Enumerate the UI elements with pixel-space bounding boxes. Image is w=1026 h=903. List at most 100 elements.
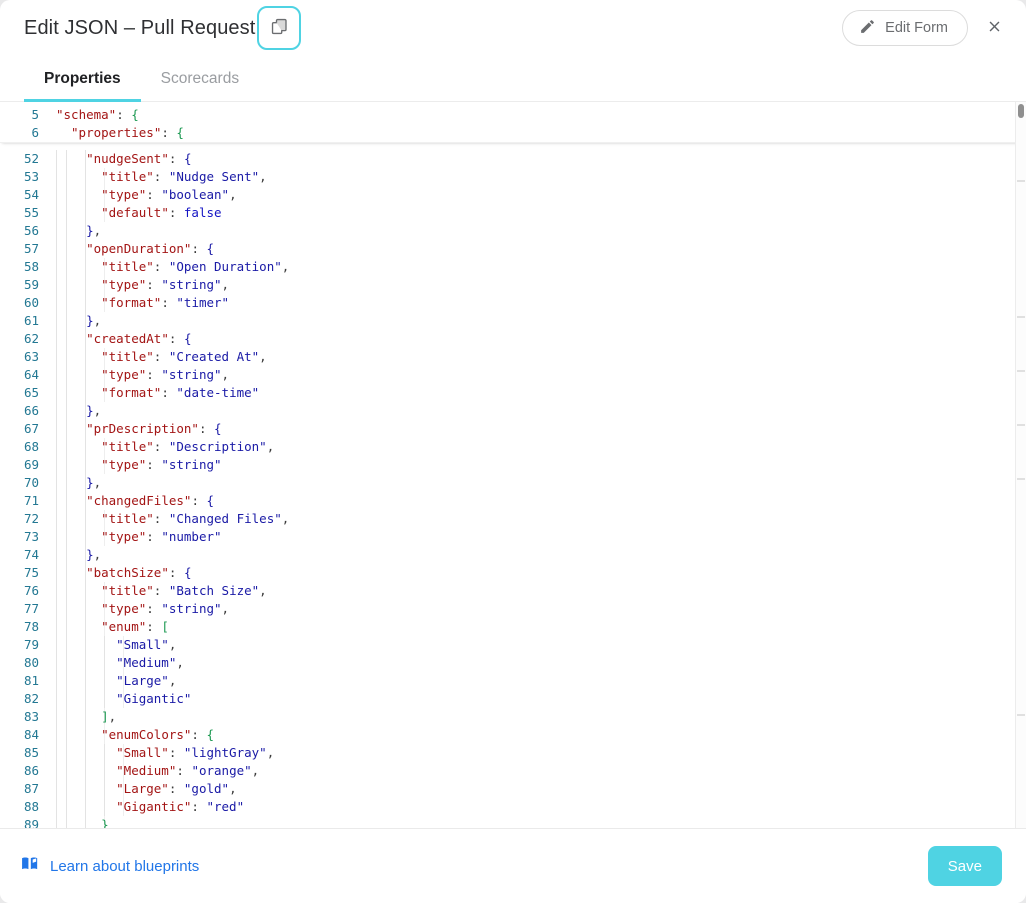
code-line[interactable]: 58"title": "Open Duration", bbox=[0, 258, 1026, 276]
code-line-content[interactable]: }, bbox=[48, 312, 1026, 330]
code-line[interactable]: 64"type": "string", bbox=[0, 366, 1026, 384]
code-tokens: "type": "boolean", bbox=[56, 187, 236, 202]
code-line-content[interactable]: "changedFiles": { bbox=[48, 492, 1026, 510]
code-line-content[interactable]: "Gigantic": "red" bbox=[48, 798, 1026, 816]
code-line-content[interactable]: "title": "Description", bbox=[48, 438, 1026, 456]
code-line[interactable]: 70}, bbox=[0, 474, 1026, 492]
code-line-content[interactable]: "Small", bbox=[48, 636, 1026, 654]
code-line-content[interactable]: "format": "date-time" bbox=[48, 384, 1026, 402]
code-line-content[interactable]: "title": "Changed Files", bbox=[48, 510, 1026, 528]
code-line[interactable]: 83], bbox=[0, 708, 1026, 726]
scrollbar-mark bbox=[1017, 180, 1025, 182]
code-line-content[interactable]: "title": "Open Duration", bbox=[48, 258, 1026, 276]
scrollbar-thumb[interactable] bbox=[1018, 104, 1024, 118]
code-line-content[interactable]: }, bbox=[48, 402, 1026, 420]
code-line[interactable]: 66}, bbox=[0, 402, 1026, 420]
code-line[interactable]: 57"openDuration": { bbox=[0, 240, 1026, 258]
code-line-content[interactable]: "createdAt": { bbox=[48, 330, 1026, 348]
code-line[interactable]: 59"type": "string", bbox=[0, 276, 1026, 294]
code-line-content[interactable]: "title": "Created At", bbox=[48, 348, 1026, 366]
code-lines[interactable]: 52"nudgeSent": {53"title": "Nudge Sent",… bbox=[0, 102, 1026, 828]
code-line[interactable]: 78"enum": [ bbox=[0, 618, 1026, 636]
line-number: 79 bbox=[23, 637, 39, 652]
code-line-content[interactable]: }, bbox=[48, 474, 1026, 492]
code-line[interactable]: 72"title": "Changed Files", bbox=[0, 510, 1026, 528]
code-line-content[interactable]: "openDuration": { bbox=[48, 240, 1026, 258]
edit-form-button[interactable]: Edit Form bbox=[842, 10, 968, 46]
close-button[interactable] bbox=[974, 8, 1014, 48]
code-line-content[interactable]: "type": "string", bbox=[48, 276, 1026, 294]
code-line-content[interactable]: "prDescription": { bbox=[48, 420, 1026, 438]
code-line-content[interactable]: "batchSize": { bbox=[48, 564, 1026, 582]
code-line-content[interactable]: ], bbox=[48, 708, 1026, 726]
code-line[interactable]: 87"Large": "gold", bbox=[0, 780, 1026, 798]
json-code-editor[interactable]: 5"schema": {6"properties": { 52"nudgeSen… bbox=[0, 102, 1026, 828]
code-line-content[interactable]: "Large": "gold", bbox=[48, 780, 1026, 798]
code-line-content[interactable]: }, bbox=[48, 546, 1026, 564]
code-line[interactable]: 81"Large", bbox=[0, 672, 1026, 690]
code-line-content[interactable]: "Small": "lightGray", bbox=[48, 744, 1026, 762]
code-line[interactable]: 77"type": "string", bbox=[0, 600, 1026, 618]
save-button[interactable]: Save bbox=[927, 846, 1002, 886]
code-line[interactable]: 84"enumColors": { bbox=[0, 726, 1026, 744]
code-line[interactable]: 61}, bbox=[0, 312, 1026, 330]
code-line[interactable]: 65"format": "date-time" bbox=[0, 384, 1026, 402]
code-line[interactable]: 55"default": false bbox=[0, 204, 1026, 222]
code-line[interactable]: 56}, bbox=[0, 222, 1026, 240]
learn-about-blueprints-link[interactable]: Learn about blueprints bbox=[20, 854, 199, 878]
code-line-content[interactable]: "Large", bbox=[48, 672, 1026, 690]
code-line-content[interactable]: "enum": [ bbox=[48, 618, 1026, 636]
code-token: "Nudge Sent" bbox=[168, 169, 260, 184]
code-line-content[interactable]: "type": "number" bbox=[48, 528, 1026, 546]
code-line-content[interactable]: "schema": { bbox=[48, 106, 1026, 124]
code-line[interactable]: 68"title": "Description", bbox=[0, 438, 1026, 456]
code-line[interactable]: 74}, bbox=[0, 546, 1026, 564]
code-token: : bbox=[168, 745, 184, 760]
code-line-content[interactable]: "format": "timer" bbox=[48, 294, 1026, 312]
code-line-content[interactable]: "Gigantic" bbox=[48, 690, 1026, 708]
code-line[interactable]: 79 "Small", bbox=[0, 636, 1026, 654]
code-line[interactable]: 5"schema": { bbox=[0, 106, 1026, 124]
code-line-content[interactable]: "Medium": "orange", bbox=[48, 762, 1026, 780]
code-line-content[interactable]: "Medium", bbox=[48, 654, 1026, 672]
vertical-scrollbar[interactable] bbox=[1015, 102, 1026, 828]
code-line-content[interactable]: "type": "string" bbox=[48, 456, 1026, 474]
code-line[interactable]: 62"createdAt": { bbox=[0, 330, 1026, 348]
code-line-content[interactable]: "title": "Batch Size", bbox=[48, 582, 1026, 600]
code-line-content[interactable]: "nudgeSent": { bbox=[48, 150, 1026, 168]
code-token: : bbox=[161, 385, 177, 400]
code-line[interactable]: 63"title": "Created At", bbox=[0, 348, 1026, 366]
code-line-content[interactable]: "type": "boolean", bbox=[48, 186, 1026, 204]
code-line[interactable]: 6"properties": { bbox=[0, 124, 1026, 142]
code-scroll-area[interactable]: 5"schema": {6"properties": { 52"nudgeSen… bbox=[0, 102, 1026, 828]
code-line[interactable]: 67"prDescription": { bbox=[0, 420, 1026, 438]
code-line[interactable]: 88"Gigantic": "red" bbox=[0, 798, 1026, 816]
code-line-content[interactable]: }, bbox=[48, 222, 1026, 240]
code-line[interactable]: 71"changedFiles": { bbox=[0, 492, 1026, 510]
copy-icon-button[interactable] bbox=[257, 6, 302, 50]
code-line[interactable]: 82"Gigantic" bbox=[0, 690, 1026, 708]
line-number: 74 bbox=[23, 547, 39, 562]
code-line[interactable]: 53"title": "Nudge Sent", bbox=[0, 168, 1026, 186]
tab-scorecards[interactable]: Scorecards bbox=[141, 56, 259, 102]
code-line[interactable]: 75"batchSize": { bbox=[0, 564, 1026, 582]
code-token: : bbox=[191, 799, 207, 814]
code-line[interactable]: 80"Medium", bbox=[0, 654, 1026, 672]
code-line[interactable]: 52"nudgeSent": { bbox=[0, 150, 1026, 168]
code-line-content[interactable]: "default": false bbox=[48, 204, 1026, 222]
code-line-content[interactable]: "properties": { bbox=[48, 124, 1026, 142]
code-line-content[interactable]: "type": "string", bbox=[48, 600, 1026, 618]
code-line[interactable]: 60"format": "timer" bbox=[0, 294, 1026, 312]
code-line-content[interactable]: "title": "Nudge Sent", bbox=[48, 168, 1026, 186]
code-line[interactable]: 73"type": "number" bbox=[0, 528, 1026, 546]
code-line[interactable]: 89} bbox=[0, 816, 1026, 828]
code-line-content[interactable]: } bbox=[48, 816, 1026, 828]
code-line[interactable]: 69"type": "string" bbox=[0, 456, 1026, 474]
code-line[interactable]: 86"Medium": "orange", bbox=[0, 762, 1026, 780]
code-line-content[interactable]: "type": "string", bbox=[48, 366, 1026, 384]
code-line-content[interactable]: "enumColors": { bbox=[48, 726, 1026, 744]
code-line[interactable]: 54"type": "boolean", bbox=[0, 186, 1026, 204]
code-line[interactable]: 76"title": "Batch Size", bbox=[0, 582, 1026, 600]
code-line[interactable]: 85"Small": "lightGray", bbox=[0, 744, 1026, 762]
tab-properties[interactable]: Properties bbox=[24, 56, 141, 102]
